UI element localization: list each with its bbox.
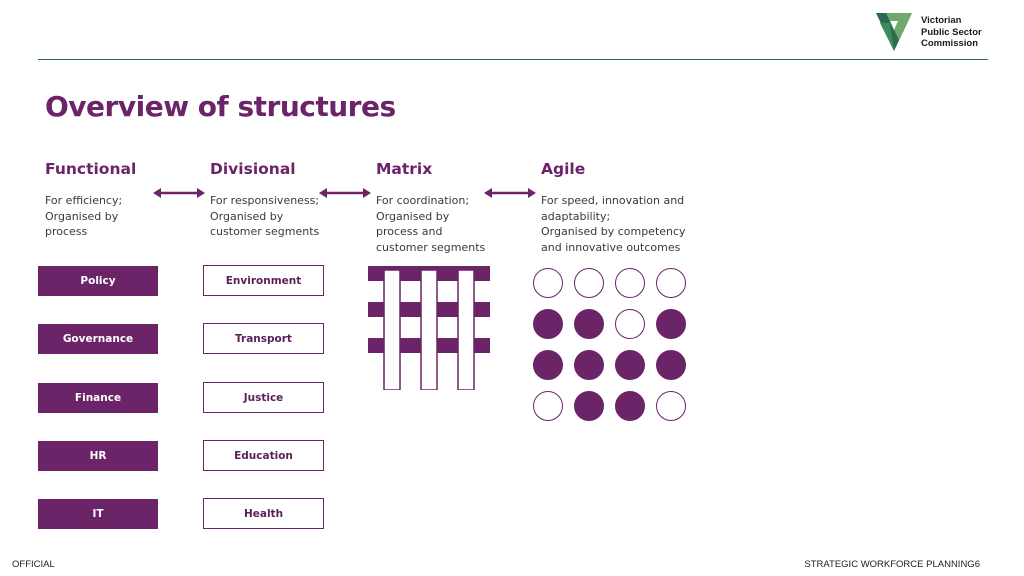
page-title: Overview of structures	[45, 90, 396, 123]
agile-dot-empty	[656, 268, 686, 298]
agile-dot-filled	[533, 309, 563, 339]
agile-dot-empty	[533, 391, 563, 421]
footer-section: STRATEGIC WORKFORCE PLANNING6	[804, 559, 980, 570]
agile-dot-grid	[533, 268, 693, 428]
footer-classification: OFFICIAL	[12, 559, 55, 570]
functional-box-it: IT	[38, 499, 158, 529]
double-arrow-icon	[484, 188, 536, 198]
double-arrow-icon	[153, 188, 205, 198]
agile-dot-empty	[574, 268, 604, 298]
double-arrow-icon	[319, 188, 371, 198]
functional-box-governance: Governance	[38, 324, 158, 354]
vpsc-logo-mark-icon	[876, 13, 912, 51]
functional-box-finance: Finance	[38, 383, 158, 413]
heading-agile: Agile	[541, 160, 586, 178]
agile-dot-filled	[656, 309, 686, 339]
divisional-box-health: Health	[203, 498, 324, 529]
heading-divisional: Divisional	[210, 160, 296, 178]
agile-dot-empty	[615, 309, 645, 339]
description-functional: For efficiency; Organised by process	[45, 194, 123, 238]
matrix-weave-graphic	[368, 266, 490, 390]
agile-dot-empty	[533, 268, 563, 298]
agile-dot-filled	[615, 350, 645, 380]
functional-box-hr: HR	[38, 441, 158, 471]
divisional-box-justice: Justice	[203, 382, 324, 413]
heading-matrix: Matrix	[376, 160, 433, 178]
heading-functional: Functional	[45, 160, 137, 178]
footer-page-number: 6	[974, 559, 980, 570]
description-matrix: For coordination; Organised by process a…	[376, 194, 486, 254]
description-agile: For speed, innovation and adaptability; …	[541, 194, 686, 254]
divisional-box-education: Education	[203, 440, 324, 471]
agile-dot-filled	[574, 350, 604, 380]
agile-dot-empty	[615, 268, 645, 298]
agile-dot-filled	[615, 391, 645, 421]
agile-dot-filled	[533, 350, 563, 380]
footer-section-title: STRATEGIC WORKFORCE PLANNING	[804, 559, 975, 570]
divisional-box-environment: Environment	[203, 265, 324, 296]
header-divider	[38, 59, 988, 60]
description-divisional: For responsiveness; Organised by custome…	[210, 194, 320, 238]
functional-box-policy: Policy	[38, 266, 158, 296]
vpsc-logo: Victorian Public Sector Commission	[876, 13, 988, 53]
agile-dot-filled	[574, 309, 604, 339]
divisional-box-transport: Transport	[203, 323, 324, 354]
agile-dot-filled	[574, 391, 604, 421]
vpsc-logo-text: Victorian Public Sector Commission	[921, 15, 982, 49]
agile-dot-filled	[656, 350, 686, 380]
agile-dot-empty	[656, 391, 686, 421]
